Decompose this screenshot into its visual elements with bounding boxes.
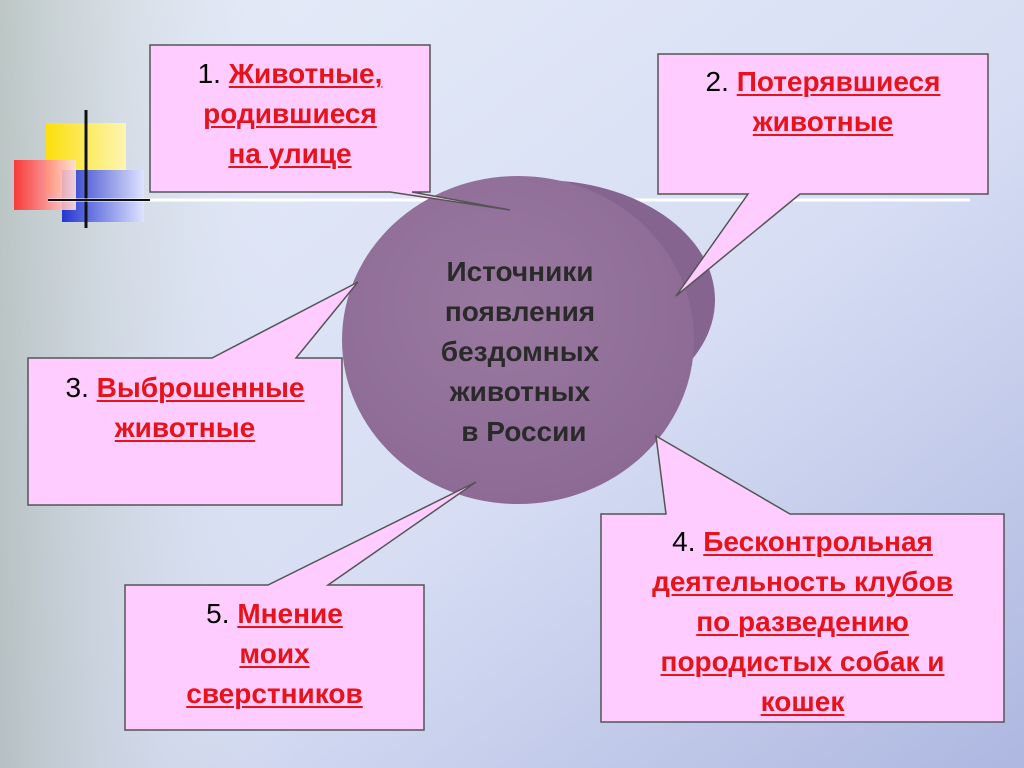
callout-2-number: 2.	[705, 66, 729, 97]
callout-2-line: животные	[658, 102, 988, 142]
callout-5	[124, 481, 477, 731]
callout-2	[657, 53, 989, 297]
callout-4-line: кошек	[601, 682, 1004, 722]
callout-1-line: на улице	[150, 134, 430, 174]
callout-4-label: породистых собак и	[660, 646, 945, 677]
center-title-line: бездомных	[440, 336, 600, 367]
callout-5-number: 5.	[206, 598, 230, 629]
callout-4	[600, 434, 1005, 723]
center-title-line: животных	[449, 376, 591, 407]
callout-4-line: по разведению	[601, 602, 1004, 642]
callout-1-line: 1. Животные,	[150, 54, 430, 94]
callout-4-text: 4. Бесконтрольная деятельность клубов по…	[601, 522, 1004, 722]
center-title: Источники появления бездомных животных в…	[395, 252, 645, 452]
callout-3-number: 3.	[65, 372, 89, 403]
center-title-line: появления	[444, 296, 596, 327]
callout-5-text: 5. Мнение моих сверстников	[125, 594, 424, 714]
callout-4-label: кошек	[760, 686, 845, 717]
callout-2-line: 2. Потерявшиеся	[658, 62, 988, 102]
callout-4-number: 4.	[672, 526, 696, 557]
callout-1-label: родившиеся	[203, 98, 377, 129]
callout-3-label: животные	[114, 412, 256, 443]
callout-5-line: сверстников	[125, 674, 424, 714]
callout-5-label: сверстников	[186, 678, 363, 709]
center-title-line: в России	[453, 416, 587, 447]
callout-1-label: Животные,	[228, 58, 383, 89]
callout-1-number: 1.	[197, 58, 221, 89]
callout-4-label: деятельность клубов	[652, 566, 953, 597]
callout-2-label: животные	[752, 106, 894, 137]
callout-2-label: Потерявшиеся	[736, 66, 941, 97]
callout-3-line: 3. Выброшенные	[28, 368, 342, 408]
callout-3-line: животные	[28, 408, 342, 448]
center-title-line: Источники	[446, 256, 594, 287]
callout-4-line: 4. Бесконтрольная	[601, 522, 1004, 562]
callout-4-label: по разведению	[696, 606, 909, 637]
callout-3-label: Выброшенные	[96, 372, 305, 403]
callout-5-line: моих	[125, 634, 424, 674]
callout-5-label: моих	[239, 638, 310, 669]
callout-1-text: 1. Животные, родившиеся на улице	[150, 54, 430, 174]
callout-4-line: породистых собак и	[601, 642, 1004, 682]
callout-3-text: 3. Выброшенные животные	[28, 368, 342, 448]
callout-1-line: родившиеся	[150, 94, 430, 134]
center-circle	[342, 176, 694, 504]
callout-3	[27, 281, 359, 506]
callout-1-label: на улице	[228, 138, 352, 169]
callout-4-label: Бесконтрольная	[703, 526, 933, 557]
callout-4-line: деятельность клубов	[601, 562, 1004, 602]
callout-5-label: Мнение	[237, 598, 343, 629]
callout-2-text: 2. Потерявшиеся животные	[658, 62, 988, 142]
callout-1	[149, 44, 511, 211]
callout-5-line: 5. Мнение	[125, 594, 424, 634]
